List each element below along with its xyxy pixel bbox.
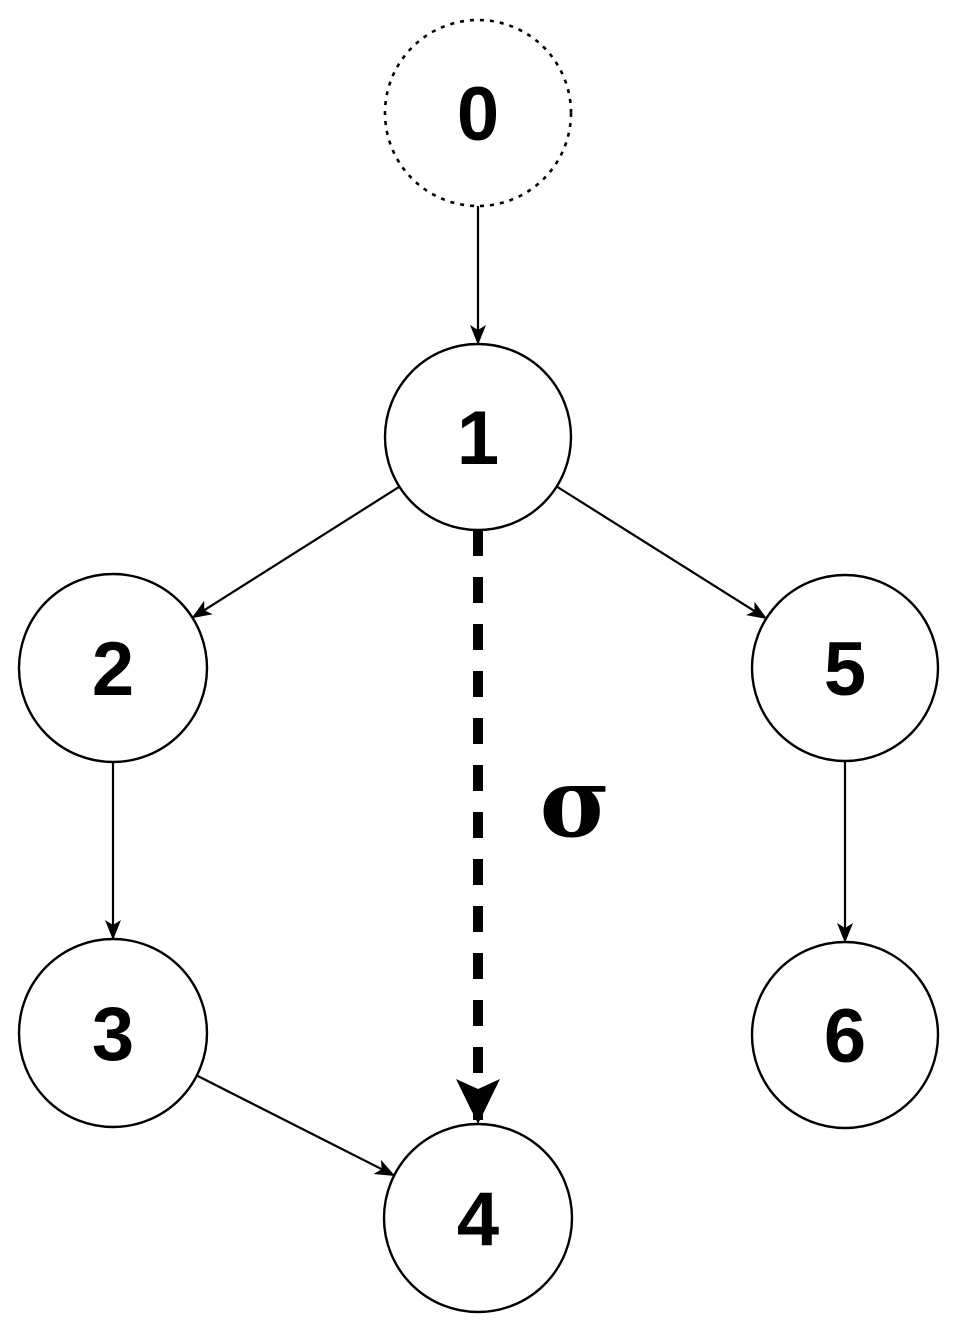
nodes-layer: 0 1 2 3 4 5 6 [17,18,940,1314]
edge-3-4 [196,1074,396,1177]
node-5-label: 5 [824,627,866,712]
edge-1-5 [556,485,768,620]
node-0: 0 [383,18,573,208]
node-1: 1 [383,342,573,532]
node-2-circle [17,572,209,764]
node-1-label: 1 [457,396,499,481]
node-3-circle [17,937,209,1129]
node-2-label: 2 [92,627,134,712]
node-6: 6 [750,940,940,1130]
node-4-label: 4 [457,1177,499,1262]
node-0-label: 0 [457,72,499,157]
node-1-circle [383,342,573,532]
node-2: 2 [17,572,209,764]
node-6-circle [750,940,940,1130]
node-5: 5 [750,573,940,763]
node-4: 4 [382,1122,574,1314]
node-3-label: 3 [92,992,134,1077]
edges-layer [105,206,853,1177]
node-4-circle [382,1122,574,1314]
node-0-circle [383,18,573,208]
edge-label-1-4: σ [540,746,611,859]
edge-1-2 [191,485,400,619]
edge-labels-layer: σ [540,746,611,859]
node-5-circle [750,573,940,763]
node-6-label: 6 [824,994,866,1079]
node-3: 3 [17,937,209,1129]
